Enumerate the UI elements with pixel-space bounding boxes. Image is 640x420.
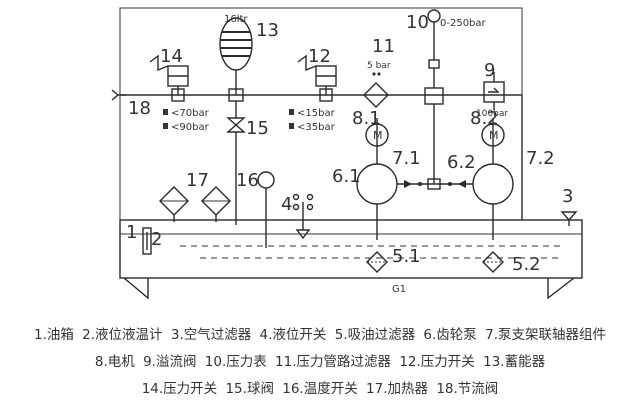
legend-item: 3.空气过滤器 bbox=[170, 327, 252, 343]
legend-row-2: 8.电机 9.溢流阀 10.压力表 11.压力管路过滤器 12.压力开关 13.… bbox=[0, 349, 640, 376]
label-7-1: 7.1 bbox=[392, 148, 421, 169]
ball-valve bbox=[226, 101, 246, 225]
legend-item: 16.温度开关 bbox=[282, 381, 358, 397]
legend-item: 7.泵支架联轴器组件 bbox=[485, 327, 606, 343]
legend-item: 14.压力开关 bbox=[141, 381, 218, 397]
label-5-1: 5.1 bbox=[392, 246, 421, 267]
filter-pressure: 5 bar bbox=[367, 61, 391, 71]
motor-1-symbol: M bbox=[373, 129, 383, 142]
switch14-low: <70bar bbox=[171, 108, 210, 119]
switch12-low: <15bar bbox=[297, 108, 336, 119]
pressure-filter bbox=[363, 72, 389, 108]
accumulator bbox=[219, 17, 253, 95]
relief-pressure: 100bar bbox=[476, 109, 508, 119]
label-17: 17 bbox=[186, 170, 209, 191]
temperature-switch bbox=[257, 171, 275, 248]
accumulator-volume: 16ltr bbox=[224, 14, 248, 25]
throttle-valve bbox=[111, 89, 126, 101]
label-6-2: 6.2 bbox=[447, 152, 476, 173]
label-4: 4 bbox=[281, 194, 292, 215]
label-7-2: 7.2 bbox=[526, 148, 555, 169]
label-15: 15 bbox=[246, 118, 269, 139]
legend-item: 18.节流阀 bbox=[436, 381, 499, 397]
label-8-1: 8.1 bbox=[352, 108, 381, 129]
legend-item: 2.液位液温计 bbox=[82, 327, 163, 343]
pressure-switch-12 bbox=[297, 54, 337, 102]
legend-item: 9.溢流阀 bbox=[143, 354, 197, 370]
pressure-gauge bbox=[424, 9, 444, 184]
switch14-high: <90bar bbox=[171, 122, 210, 133]
label-12: 12 bbox=[308, 46, 331, 67]
pressure-switch-14 bbox=[149, 54, 189, 102]
label-14: 14 bbox=[160, 46, 183, 67]
motor-2 bbox=[481, 123, 505, 147]
legend-item: 10.压力表 bbox=[204, 354, 267, 370]
motor-2-symbol: M bbox=[489, 129, 499, 142]
legend-item: 4.液位开关 bbox=[259, 327, 327, 343]
legend-item: 12.压力开关 bbox=[399, 354, 475, 370]
label-8-2: 8.2 bbox=[470, 108, 499, 129]
label-3: 3 bbox=[562, 186, 573, 207]
label-18: 18 bbox=[128, 98, 151, 119]
legend-item: 6.齿轮泵 bbox=[423, 327, 477, 343]
relief-valve bbox=[483, 72, 505, 110]
suction-filter-1 bbox=[366, 251, 388, 273]
legend-item: 11.压力管路过滤器 bbox=[275, 354, 392, 370]
level-gauge bbox=[142, 227, 152, 255]
air-filter bbox=[560, 211, 578, 226]
label-1: 1 bbox=[126, 222, 137, 243]
heater-1 bbox=[159, 186, 189, 222]
oil-tank bbox=[119, 219, 583, 300]
legend-row-3: 14.压力开关 15.球阀 16.温度开关 17.加热器 18.节流阀 bbox=[0, 376, 640, 403]
legend-item: 1.油箱 bbox=[33, 327, 74, 343]
label-6-1: 6.1 bbox=[332, 166, 361, 187]
switch-markers bbox=[163, 109, 294, 129]
legend-item: 13.蓄能器 bbox=[483, 354, 546, 370]
label-5-2: 5.2 bbox=[512, 254, 541, 275]
label-10: 10 bbox=[406, 12, 429, 33]
legend-item: 5.吸油过滤器 bbox=[334, 327, 416, 343]
label-11: 11 bbox=[372, 36, 395, 57]
legend-row-1: 1.油箱 2.液位液温计 3.空气过滤器 4.液位开关 5.吸油过滤器 6.齿轮… bbox=[0, 322, 640, 349]
gauge-range: 0-250bar bbox=[440, 18, 487, 29]
switch12-high: <35bar bbox=[297, 122, 336, 133]
pump-coupling bbox=[397, 178, 473, 190]
legend-item: 17.加热器 bbox=[366, 381, 429, 397]
label-2: 2 bbox=[151, 229, 162, 250]
label-13: 13 bbox=[256, 20, 279, 41]
heater-2 bbox=[201, 186, 231, 222]
label-9: 9 bbox=[484, 60, 495, 81]
tank-mark: G1 bbox=[392, 284, 406, 295]
legend-item: 8.电机 bbox=[94, 354, 135, 370]
motor-1 bbox=[365, 123, 389, 147]
suction-filter-2 bbox=[482, 251, 504, 273]
legend-item: 15.球阀 bbox=[225, 381, 274, 397]
label-16: 16 bbox=[236, 170, 259, 191]
hydraulic-schematic: 1 2 3 4 5.1 5.2 6.1 6.2 7.1 7.2 8.1 8.2 … bbox=[111, 7, 583, 300]
level-switch bbox=[292, 193, 314, 240]
component-legend: 1.油箱 2.液位液温计 3.空气过滤器 4.液位开关 5.吸油过滤器 6.齿轮… bbox=[0, 322, 640, 403]
